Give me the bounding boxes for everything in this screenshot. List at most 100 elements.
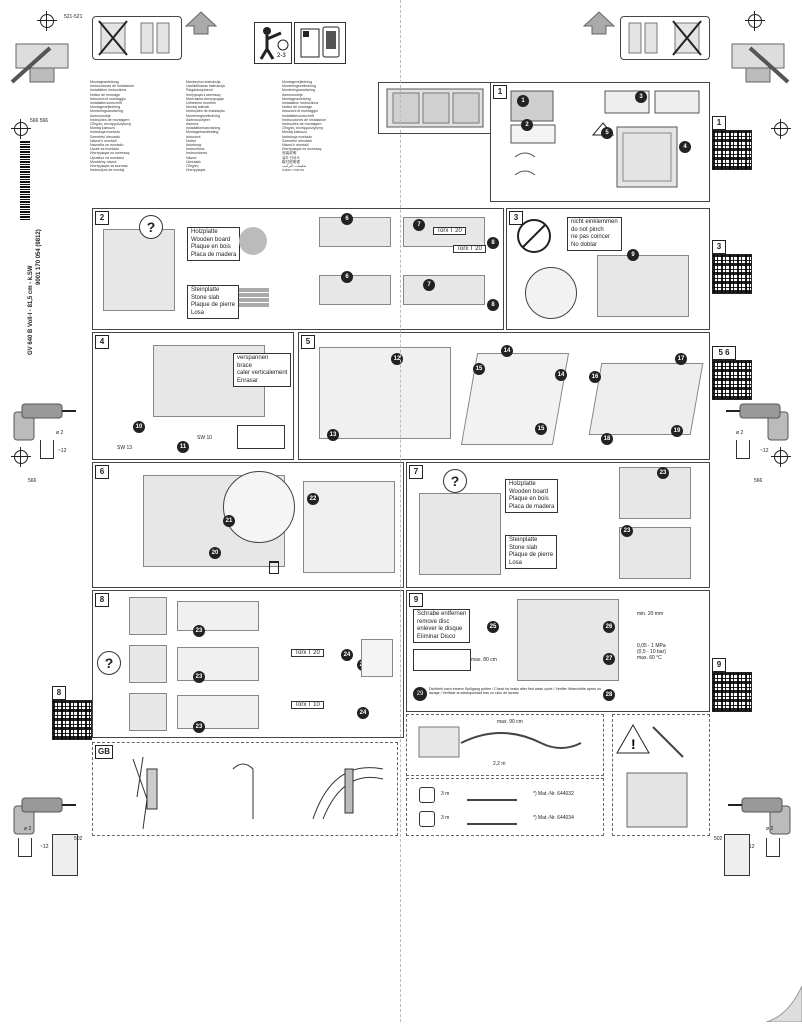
water-spec: 0,05 - 1 MPa (0,5 - 10 bar) max. 60 °C [637,643,666,661]
dishwasher-drawing [619,467,691,519]
qr-code [52,700,92,740]
panel-5: 5 12 13 14 15 16 17 18 19 14 15 [298,332,710,460]
qr-label: 5 6 [712,346,736,360]
detail-circle [223,471,295,543]
stone-bricks-icon [239,287,269,307]
registration-mark [37,11,57,31]
cabinet-option [129,693,167,731]
torx-label: Torx T 20 [291,649,324,657]
svg-text:2-3: 2-3 [277,53,286,59]
step-callout: 11 [177,441,189,453]
length-label: 3 m [441,791,450,797]
step-callout: 23 [193,625,205,637]
drill-icon-right [724,396,794,451]
step-callout: 6 [341,271,353,283]
panel-number: 9 [409,593,423,607]
step-callout: 22 [307,493,319,505]
length-label: 3 m [441,815,450,821]
level-adjust-icon [237,425,285,449]
step-callout: 20 [209,547,221,559]
wood-tree-icon [239,227,267,255]
step-callout: 27 [603,653,615,665]
side-dimension: 502 [74,836,83,842]
drill-diameter: ø 2 [766,826,774,832]
registration-mark [745,11,765,31]
qr-code [712,360,752,400]
question-icon: ? [139,215,163,239]
hinge-bracket-icon [724,834,750,876]
plinth-drawing [177,695,259,729]
plinth-drawing [177,647,259,681]
svg-text:!: ! [631,736,636,752]
hose-min-label: min. 20 mm [637,611,664,617]
step-callout: 23 [657,467,669,479]
installer-tools-icon: 2-3 [254,22,292,64]
drill-hole-icon [40,440,54,459]
step-callout: 18 [601,433,613,445]
step-callout: 7 [423,279,435,291]
worktop-drawing [403,275,485,305]
step-callout: 5 [601,127,613,139]
door-panel-drawing [588,363,704,435]
registration-mark [771,447,791,467]
arrow-up-icon [184,10,218,41]
dishwasher-drawing [419,493,501,575]
dishwasher-drawing [103,229,175,311]
registration-mark [11,119,31,139]
drill-depth: ~12 [760,448,769,454]
qr-label: 9 [712,658,726,672]
question-icon: ? [443,469,467,493]
panel-1-intro [378,82,492,134]
plinth-drawing [177,601,259,631]
warning-panel: ! [612,714,710,836]
hose-length-panel: 2,2 m max. 90 cm [406,714,604,776]
step-callout: 10 [133,421,145,433]
step-callout: 16 [589,371,601,383]
qr-label: 3 [712,240,726,254]
panel-number: 6 [95,465,109,479]
accessory-item: *) Mat.-Nr. 644032 [533,791,574,797]
drill-diameter: ø 2 [736,430,744,436]
step-callout: 12 [391,353,403,365]
panel-number: 1 [493,85,507,99]
side-dimension: 502 [714,836,723,842]
step-callout: 23 [193,671,205,683]
side-dimension: 566 [28,478,37,484]
step-callout: 21 [223,515,235,527]
panel-number: 8 [95,593,109,607]
no-entry-icon [517,219,551,253]
question-icon: ? [97,651,121,675]
qr-code [712,672,752,712]
trash-icon [269,561,279,574]
drill-hole-icon [18,838,32,857]
step-callout: 13 [327,429,339,441]
step-callout: 6 [341,213,353,225]
accessories-panel: 3 m 3 m *) Mat.-Nr. 644032 *) Mat.-Nr. 6… [406,778,604,836]
model-vertical-text: GV 640 B Voll-I - 81,5 cm - k.SW [28,265,34,355]
hose-max-label: max. 90 cm [497,719,523,725]
panel-number: 4 [95,335,109,349]
corner-drawing-top-left [10,40,74,84]
step-callout: 9 [627,249,639,261]
step-callout: 4 [679,141,691,153]
step-callout: 24 [341,649,353,661]
step-callout: 2 [521,119,533,131]
extension-hose-drawing [467,813,517,825]
no-install-box-right [620,16,710,60]
step-callout: 15 [473,363,485,375]
fold-line [400,0,401,1022]
step-callout: 25 [487,621,499,633]
step-callout: 28 [603,689,615,701]
